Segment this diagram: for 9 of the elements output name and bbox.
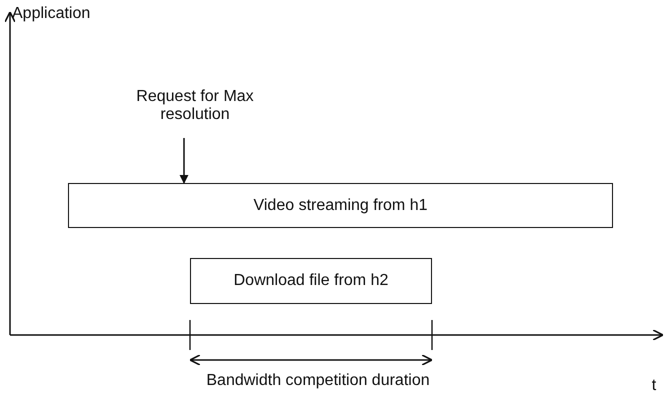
dimension-label: Bandwidth competition duration bbox=[205, 371, 431, 391]
annotation-text: Request for Max resolution bbox=[135, 88, 255, 124]
process-box bbox=[68, 183, 613, 228]
box-label: Download file from h2 bbox=[234, 272, 388, 290]
arrow bbox=[180, 138, 188, 184]
process-box bbox=[190, 258, 432, 304]
box-label: Video streaming from h1 bbox=[253, 196, 428, 214]
axis-label: t bbox=[650, 376, 658, 396]
axis-label: Application bbox=[12, 4, 92, 24]
